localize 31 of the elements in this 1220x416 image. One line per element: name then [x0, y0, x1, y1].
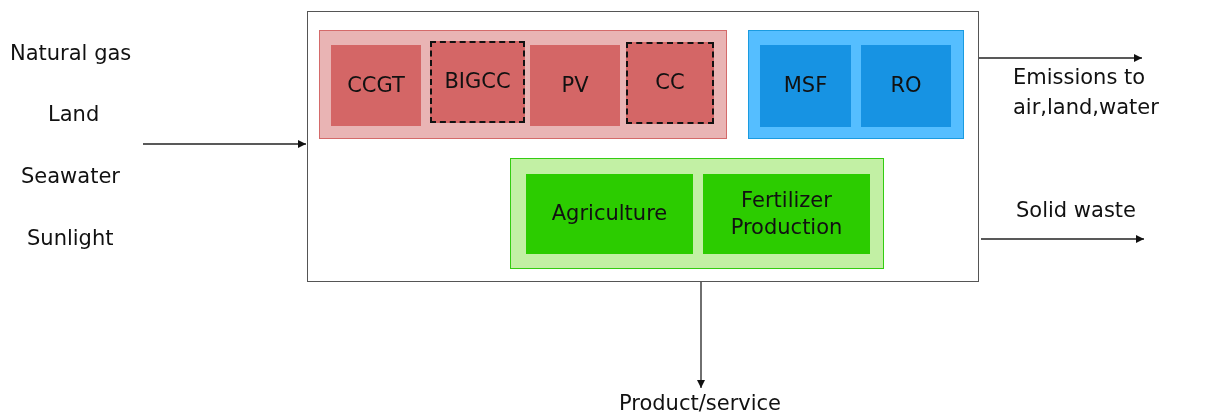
process-label: CC	[655, 69, 685, 97]
process-label: PV	[561, 71, 589, 99]
technology-group-panel	[510, 158, 884, 269]
arrow	[980, 235, 1145, 243]
process-label: RO	[890, 72, 922, 100]
process-box	[626, 42, 714, 124]
input-label: Natural gas	[10, 40, 132, 67]
process-box	[526, 174, 693, 254]
arrow	[142, 140, 307, 148]
process-box	[331, 45, 421, 126]
process-label: MSF	[783, 72, 828, 100]
process-label: CCGT	[347, 71, 405, 99]
process-box	[861, 45, 951, 127]
technology-group-panel	[319, 30, 727, 139]
input-label: Seawater	[21, 163, 120, 190]
process-box	[760, 45, 851, 127]
technology-group-panel	[748, 30, 964, 139]
process-label: Agriculture	[551, 200, 668, 228]
arrow	[697, 281, 705, 389]
output-label: Emissions to air,land,water	[1013, 64, 1160, 122]
process-box	[530, 45, 620, 126]
process-box	[703, 174, 870, 254]
input-label: Land	[48, 101, 100, 128]
input-label: Sunlight	[27, 225, 114, 252]
system-boundary-box	[307, 11, 979, 282]
output-label: Product/service	[618, 390, 781, 416]
output-label: Solid waste	[1016, 197, 1137, 224]
process-box	[430, 41, 525, 123]
process-label: BIGCC	[444, 68, 511, 96]
arrow	[978, 54, 1143, 62]
process-label: Fertilizer Production	[729, 186, 844, 241]
